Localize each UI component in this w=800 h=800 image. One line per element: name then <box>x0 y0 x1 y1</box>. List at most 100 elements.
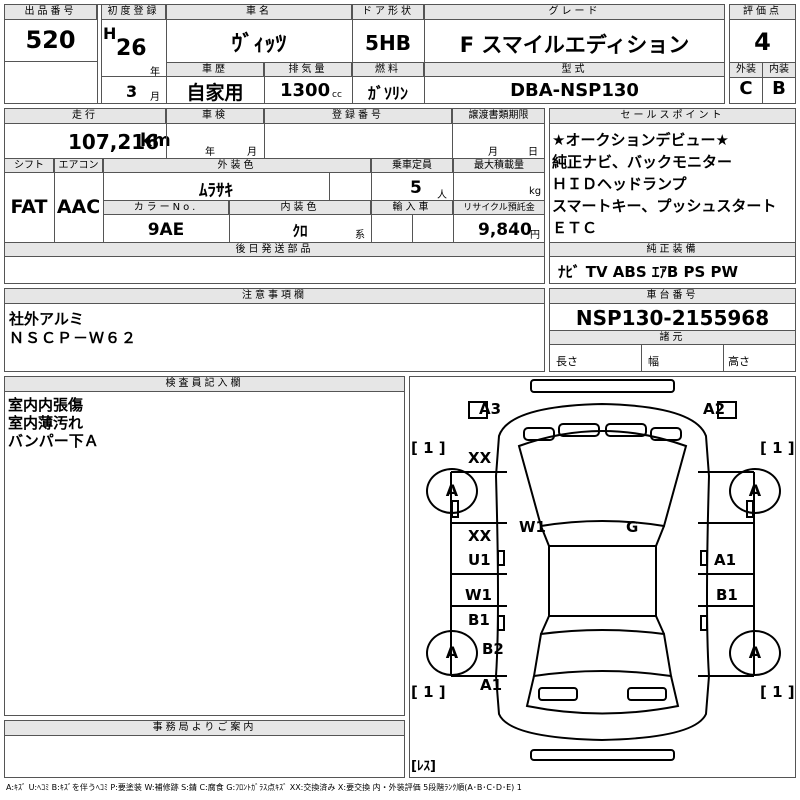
displacement-header: 排気量 <box>264 62 352 77</box>
damage-a1-left: A1 <box>480 676 503 694</box>
transfer-day: 日 <box>528 147 538 158</box>
int-grade: B <box>772 78 786 99</box>
inspector-line-2: 室内薄汚れ <box>8 414 84 432</box>
notes-line-1: 社外アルミ <box>9 310 84 328</box>
lot-header: 出品番号 <box>4 4 97 20</box>
score-header: 評価点 <box>729 4 796 20</box>
door-header: ドア形状 <box>352 4 424 20</box>
transfer-month: 月 <box>488 147 498 158</box>
equipment: ﾅﾋﾞ TV ABS ｴｱB PS PW <box>558 263 739 281</box>
car-name: ｳﾞｨｯﾂ <box>231 32 287 57</box>
year-unit: 年 <box>150 67 160 78</box>
first-reg-month: 3 <box>126 82 138 101</box>
car-outline-svg <box>450 379 755 761</box>
tire-rear-right: A <box>729 630 781 676</box>
inspection-year-unit: 年 <box>205 147 215 158</box>
spare-tire: [ﾚｽ] <box>411 759 436 774</box>
damage-legend: A:ｷｽﾞ U:ﾍｺﾐ B:ｷｽﾞを伴うﾍｺﾐ P:要塗装 W:補修跡 S:錆 … <box>6 783 522 792</box>
displacement: 1300 <box>280 80 331 101</box>
yen-unit: 円 <box>530 230 540 241</box>
spec-height: 高さ <box>728 355 750 368</box>
color-no-header: カラーNo. <box>103 200 229 215</box>
spec-length: 長さ <box>556 355 578 368</box>
office-header: 事務局よりご案内 <box>4 720 405 736</box>
damage-xx-door: XX <box>468 527 492 545</box>
sales-line-5: ＥＴＣ <box>552 219 598 237</box>
sales-line-3: ＨＩＤヘッドランプ <box>552 175 687 193</box>
inspection-month-unit: 月 <box>247 147 257 158</box>
tire-front-right: A <box>729 468 781 514</box>
capacity: 5 <box>410 178 422 198</box>
month-unit: 月 <box>150 92 160 103</box>
inspector-line-3: バンパー下Ａ <box>8 432 99 450</box>
damage-g-windshield: G <box>626 518 639 536</box>
capacity-header: 乗車定員 <box>371 158 453 173</box>
inspection-header: 車検 <box>166 108 264 124</box>
grade: F スマイルエディション <box>459 33 690 57</box>
kei-unit: 系 <box>355 230 365 241</box>
chassis-number: NSP130-2155968 <box>575 306 770 330</box>
tire-front-left: A <box>426 468 478 514</box>
fuel: ｶﾞｿﾘﾝ <box>367 84 408 103</box>
chassis-header: 車台番号 <box>549 288 796 304</box>
ac: AAC <box>56 196 101 218</box>
inspector-line-1: 室内内張傷 <box>8 396 84 414</box>
reg-number-header: 登録番号 <box>264 108 452 124</box>
damage-b2: B2 <box>482 640 504 658</box>
tread-rear-right: [ 1 ] <box>760 683 795 701</box>
spec-header: 諸元 <box>549 330 796 345</box>
shift-header: シフト <box>4 158 54 173</box>
tread-front-right: [ 1 ] <box>760 439 795 457</box>
damage-b1-right: B1 <box>716 586 738 604</box>
notes-header: 注意事項欄 <box>4 288 545 304</box>
tread-rear-left: [ 1 ] <box>411 683 446 701</box>
car-name-header: 車名 <box>166 4 352 20</box>
sales-line-4: スマートキー、プッシュスタート <box>552 197 777 215</box>
recycle-fee: 9,840 <box>478 220 532 240</box>
damage-u1: U1 <box>468 551 491 569</box>
ext-color: ﾑﾗｻｷ <box>199 181 233 201</box>
first-reg-year: 26 <box>116 36 147 61</box>
ac-header: エアコン <box>54 158 103 173</box>
model-header: 型式 <box>424 62 725 77</box>
mileage: 107,216 <box>68 130 160 154</box>
cc-unit: cc <box>332 90 342 100</box>
ext-grade: C <box>739 78 753 99</box>
lot-number: 520 <box>25 26 76 54</box>
damage-xx-front: XX <box>468 449 492 467</box>
inspector-header: 検査員記入欄 <box>4 376 405 392</box>
damage-b1-left: B1 <box>468 611 490 629</box>
recycle-header: リサイクル預託金 <box>453 200 545 215</box>
model: DBA-NSP130 <box>510 80 639 101</box>
equipment-header: 純正装備 <box>549 242 796 257</box>
notes-line-2: ＮＳＣＰ－Ｗ６２ <box>9 329 138 347</box>
mileage-header: 走行 <box>4 108 166 124</box>
fuel-header: 燃料 <box>352 62 424 77</box>
damage-a1-right: A1 <box>714 551 737 569</box>
kg-unit: kg <box>529 186 542 197</box>
damage-w1-pillar: W1 <box>519 518 546 536</box>
tire-rear-left: A <box>426 630 478 676</box>
ext-grade-header: 外装 <box>729 62 763 78</box>
person-unit: 人 <box>437 190 447 201</box>
import-header: 輸入車 <box>371 200 453 215</box>
tread-front-left: [ 1 ] <box>411 439 446 457</box>
ext-color-header: 外装色 <box>103 158 371 173</box>
transfer-header: 譲渡書類期限 <box>452 108 545 124</box>
history-header: 車歴 <box>166 62 264 77</box>
damage-w1-rear-door: W1 <box>465 586 492 604</box>
max-load-header: 最大積載量 <box>453 158 545 173</box>
later-parts-header: 後日発送部品 <box>4 242 545 257</box>
history: 自家用 <box>186 82 244 104</box>
door-type: 5HB <box>365 31 411 55</box>
damage-a2: A2 <box>703 400 726 418</box>
int-grade-header: 内装 <box>762 62 796 78</box>
spec-width: 幅 <box>648 355 659 368</box>
sales-line-1: ★オークションデビュー★ <box>552 131 729 149</box>
era: H <box>103 24 117 43</box>
car-diagram <box>409 376 796 778</box>
color-no: 9AE <box>147 220 185 240</box>
int-color: ｸﾛ <box>292 222 308 240</box>
shift: FAT <box>10 196 48 218</box>
grade-header: グレード <box>424 4 725 20</box>
